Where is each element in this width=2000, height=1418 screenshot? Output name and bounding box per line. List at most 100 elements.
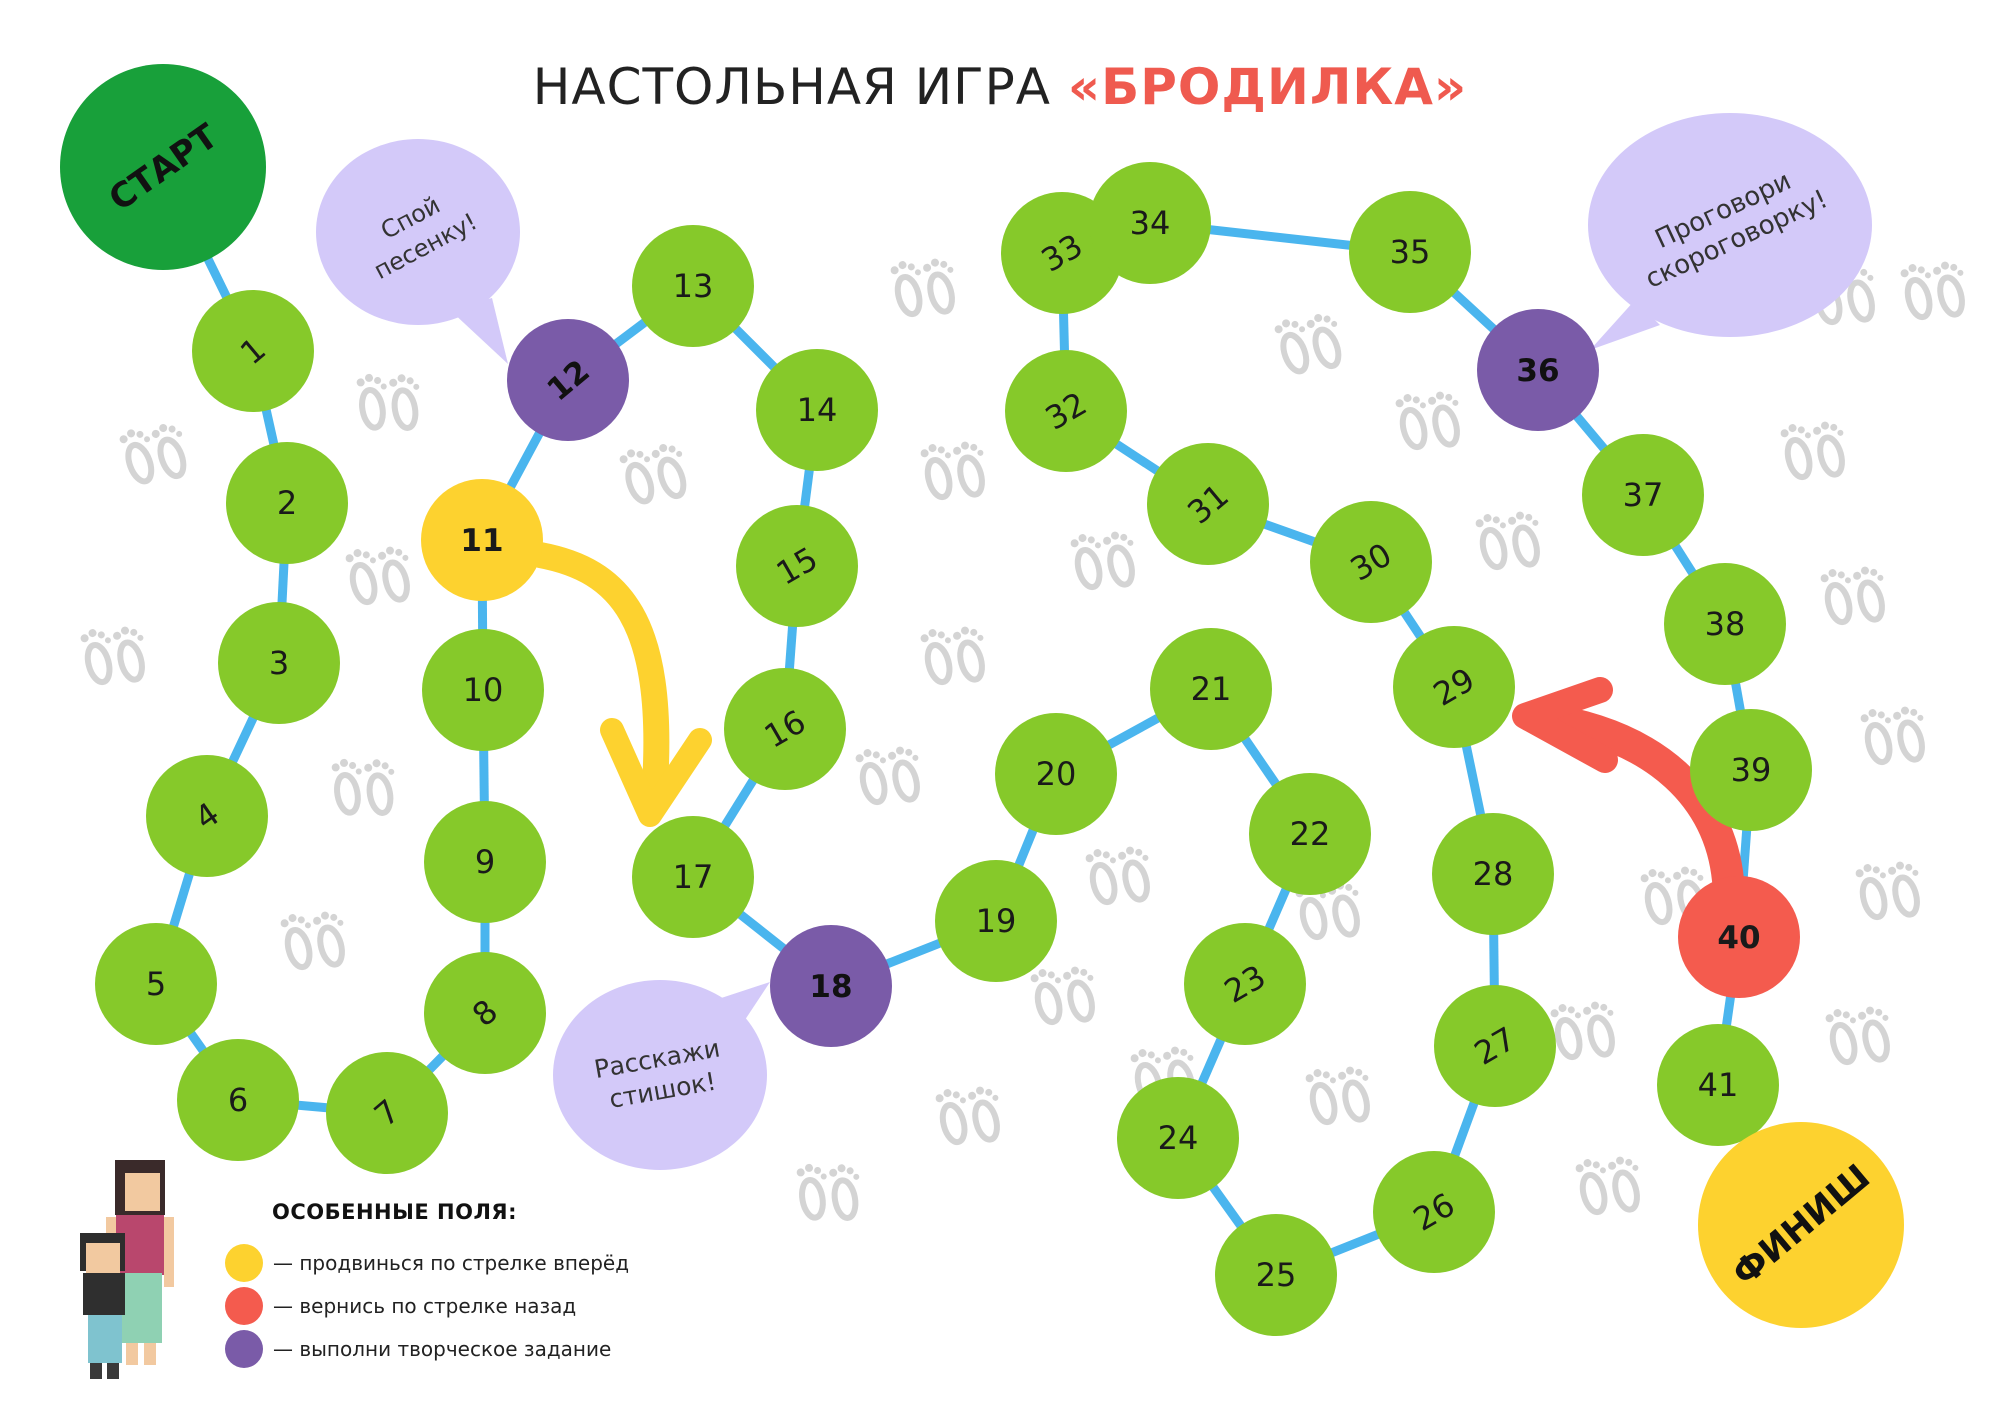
- finish-cell[interactable]: ФИНИШ: [1698, 1122, 1904, 1328]
- title-main: НАСТОЛЬНАЯ ИГРА: [532, 58, 1068, 116]
- title-accent: «БРОДИЛКА»: [1067, 58, 1468, 116]
- cell-circle: [326, 1052, 448, 1174]
- cell-24[interactable]: 24: [1117, 1077, 1239, 1199]
- footprints-icon: [1549, 992, 1623, 1066]
- cell-20[interactable]: 20: [995, 713, 1117, 835]
- cell-number: 13: [673, 267, 714, 305]
- cell-22[interactable]: 22: [1249, 773, 1371, 895]
- cell-number: 19: [976, 902, 1017, 940]
- cell-25[interactable]: 25: [1215, 1214, 1337, 1336]
- forward-dot-icon: [225, 1244, 263, 1282]
- cell-number: 24: [1158, 1119, 1199, 1157]
- cell-15[interactable]: 15: [736, 505, 858, 627]
- bubble-body: [316, 139, 520, 325]
- footprints-icon: [1084, 837, 1158, 911]
- legend-text-back: — вернись по стрелке назад: [273, 1294, 577, 1318]
- cell-10[interactable]: 10: [422, 629, 544, 751]
- cell-number: 5: [146, 965, 166, 1003]
- cell-number: 9: [475, 843, 495, 881]
- cell-37[interactable]: 37: [1582, 434, 1704, 556]
- cell-40[interactable]: 40: [1678, 876, 1800, 998]
- legend-text-forward: — продвинься по стрелке вперёд: [273, 1251, 630, 1275]
- cell-circle: [1310, 501, 1432, 623]
- footprints-icon: [279, 902, 353, 976]
- cell-34[interactable]: 34: [1089, 162, 1211, 284]
- cell-4[interactable]: 4: [146, 755, 268, 877]
- cell-39[interactable]: 39: [1690, 709, 1812, 831]
- cell-8[interactable]: 8: [424, 952, 546, 1074]
- cell-1[interactable]: 1: [192, 290, 314, 412]
- cell-5[interactable]: 5: [95, 923, 217, 1045]
- legend-item-back: — вернись по стрелке назад: [225, 1286, 576, 1326]
- cell-14[interactable]: 14: [756, 349, 878, 471]
- start-cell[interactable]: СТАРТ: [60, 64, 266, 270]
- footprints-icon: [1779, 412, 1853, 486]
- footprints-icon: [1859, 697, 1933, 771]
- cell-36[interactable]: 36: [1477, 309, 1599, 431]
- footprints-icon: [1474, 502, 1548, 576]
- bubble-body: [1588, 113, 1872, 337]
- cell-9[interactable]: 9: [424, 801, 546, 923]
- cell-circle: [935, 860, 1057, 982]
- cell-18[interactable]: 18: [770, 925, 892, 1047]
- cell-17[interactable]: 17: [632, 816, 754, 938]
- cell-circle: [1434, 985, 1556, 1107]
- cell-circle: [770, 925, 892, 1047]
- cell-circle: [1005, 350, 1127, 472]
- cell-circle: [1184, 923, 1306, 1045]
- cell-number: 34: [1130, 204, 1171, 242]
- footprints-icon: [919, 432, 993, 506]
- cell-circle: [724, 668, 846, 790]
- cell-32[interactable]: 32: [1005, 350, 1127, 472]
- forward-arrow: [527, 542, 670, 798]
- cell-19[interactable]: 19: [935, 860, 1057, 982]
- cell-11[interactable]: 11: [421, 479, 543, 601]
- cell-circle: [995, 713, 1117, 835]
- cell-31[interactable]: 31: [1147, 443, 1269, 565]
- cell-number: 10: [463, 671, 504, 709]
- cell-35[interactable]: 35: [1349, 191, 1471, 313]
- cell-circle: [1150, 628, 1272, 750]
- footprints-icon: [1304, 1057, 1378, 1131]
- cell-3[interactable]: 3: [218, 602, 340, 724]
- cell-29[interactable]: 29: [1393, 626, 1515, 748]
- cell-number: 28: [1473, 855, 1514, 893]
- cell-12[interactable]: 12: [507, 319, 629, 441]
- cell-7[interactable]: 7: [326, 1052, 448, 1174]
- footprints-icon: [356, 366, 426, 436]
- cell-circle: [146, 755, 268, 877]
- footprints-icon: [1029, 957, 1103, 1031]
- cell-26[interactable]: 26: [1373, 1151, 1495, 1273]
- cell-circle: [632, 225, 754, 347]
- footprints-icon: [854, 737, 928, 811]
- cell-28[interactable]: 28: [1432, 813, 1554, 935]
- cell-circle: [192, 290, 314, 412]
- cell-41[interactable]: 41: [1657, 1024, 1779, 1146]
- cell-13[interactable]: 13: [632, 225, 754, 347]
- cell-6[interactable]: 6: [177, 1039, 299, 1161]
- cell-number: 20: [1036, 755, 1077, 793]
- cell-23[interactable]: 23: [1184, 923, 1306, 1045]
- footprints-icon: [344, 537, 418, 611]
- cell-38[interactable]: 38: [1664, 563, 1786, 685]
- cell-circle: [424, 952, 546, 1074]
- cell-circle: [1349, 191, 1471, 313]
- cell-circle: [1678, 876, 1800, 998]
- cell-27[interactable]: 27: [1434, 985, 1556, 1107]
- cell-16[interactable]: 16: [724, 668, 846, 790]
- cell-number: 17: [673, 858, 714, 896]
- cell-number: 37: [1623, 476, 1664, 514]
- cell-21[interactable]: 21: [1150, 628, 1272, 750]
- cell-30[interactable]: 30: [1310, 501, 1432, 623]
- cell-number: 6: [228, 1081, 248, 1119]
- legend-item-forward: — продвинься по стрелке вперёд: [225, 1243, 629, 1283]
- back-arrow: [1524, 702, 1744, 896]
- back-arrow-head: [1512, 677, 1618, 773]
- cell-circle: [507, 319, 629, 441]
- cell-number: 18: [809, 969, 852, 1005]
- cell-2[interactable]: 2: [226, 442, 348, 564]
- task-dot-icon: [225, 1330, 263, 1368]
- cell-circle: [736, 505, 858, 627]
